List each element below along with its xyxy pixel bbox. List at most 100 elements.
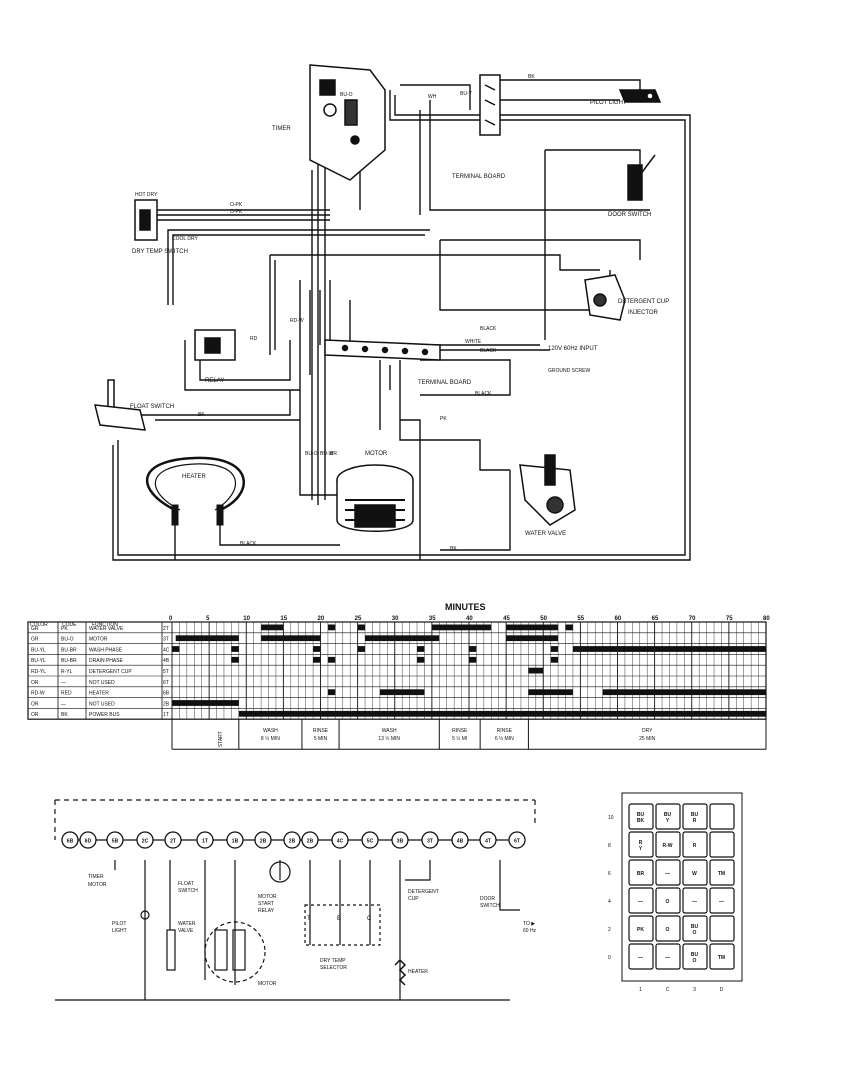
- terminal-label: 2B: [260, 839, 267, 845]
- terminal-circle: [136, 831, 154, 849]
- key-cell-text: —: [692, 899, 697, 905]
- key-cell: [709, 859, 735, 886]
- chart-on-bar: [417, 646, 425, 652]
- key-cell-text: —: [665, 871, 670, 877]
- key-cell: [709, 915, 735, 942]
- key-cell: [655, 831, 681, 858]
- key-cell-text: R: [693, 843, 697, 849]
- key-row-label: 2: [608, 927, 611, 933]
- timer-motor-label-1: TIMER: [88, 874, 104, 880]
- chart-on-bar: [602, 689, 766, 696]
- terminal-label: 1T: [202, 839, 208, 845]
- row-color-1: GR: [31, 637, 39, 643]
- row-color-1: OR: [31, 701, 39, 707]
- phase-time: 13 ½ MIN: [378, 735, 400, 742]
- minute-tick-label: 0: [169, 616, 173, 622]
- phase-time: 5 MIN: [314, 736, 328, 742]
- phase-name: WASH: [382, 728, 397, 734]
- terminal-label: 6D: [85, 839, 92, 845]
- terminal-label: 3T: [427, 839, 433, 845]
- wire-color-tag: BLACK: [240, 541, 257, 547]
- terminal-circle: [164, 831, 182, 849]
- key-cell-text: BR: [637, 871, 645, 877]
- row-function: MOTOR: [89, 637, 108, 643]
- chart-on-bar: [506, 635, 559, 642]
- terminal-board-top-component: [479, 74, 501, 136]
- phase-name: RINSE: [452, 728, 468, 734]
- detergent-cup-label: DETERGENT CUP: [618, 299, 669, 305]
- timer-motor-label-2: MOTOR: [88, 882, 107, 888]
- row-function: DETERGENT CUP: [89, 669, 132, 675]
- row-color-2: BK: [61, 712, 68, 718]
- motor-component: [336, 464, 414, 532]
- key-cell: [709, 803, 735, 830]
- key-cell-text: O: [693, 930, 697, 936]
- chart-on-bar: [469, 646, 477, 652]
- row-color-2: PK: [61, 626, 68, 632]
- key-cell: [655, 915, 681, 942]
- heater-label: HEATER: [182, 474, 207, 480]
- row-color-1: RD-W: [31, 691, 45, 697]
- chart-bars: [172, 624, 766, 717]
- chart-header-label: COLOR: [30, 622, 48, 628]
- door-switch-label: DOOR SWITCH: [608, 212, 651, 218]
- terminal-circle: [254, 831, 272, 849]
- row-function: WASH PHASE: [89, 647, 123, 653]
- dry-temp-selector-label-2: SELECTOR: [320, 965, 347, 971]
- terminal-label: 4C: [337, 839, 344, 845]
- key-cell-text: —: [638, 899, 643, 905]
- terminal-circle: [226, 831, 244, 849]
- wire-color-tag: PK: [440, 416, 447, 422]
- phase-time: 25 MIN: [639, 736, 656, 742]
- minute-tick-label: 80: [763, 616, 770, 622]
- chart-title: MINUTES: [445, 602, 486, 612]
- chart-on-bar: [506, 624, 559, 631]
- row-terminal-code: 1T: [163, 712, 169, 718]
- chart-on-bar: [469, 656, 477, 663]
- terminal-circle: [331, 831, 349, 849]
- row-terminal-code: 4B: [163, 658, 170, 664]
- wire-color-tag: RD: [250, 336, 258, 342]
- water-valve-label-1: WATER: [178, 921, 196, 927]
- key-cell-text: —: [665, 955, 670, 961]
- phase-time: 8 ½ MIN: [261, 735, 280, 742]
- minute-tick-label: 20: [318, 616, 325, 622]
- chart-on-bar: [365, 635, 440, 642]
- row-function: WATER VALVE: [89, 626, 124, 632]
- detergent-cup-label-2: CUP: [408, 896, 419, 902]
- door-switch-label-2: SWITCH: [480, 903, 500, 909]
- terminal-label: 6T: [514, 839, 520, 845]
- pilot-light-label: PILOT LIGHT: [590, 100, 627, 106]
- chart-on-bar: [238, 710, 766, 717]
- phase-start-label: START: [218, 731, 224, 747]
- minute-tick-label: 70: [689, 616, 696, 622]
- row-color-2: —: [61, 680, 66, 686]
- wire-color-tag: BK: [528, 74, 535, 80]
- terminal-board-bottom-component: [324, 339, 441, 361]
- cool-dry-label: COOL DRY: [172, 236, 199, 242]
- chart-on-bar: [528, 667, 544, 674]
- minute-tick-label: 30: [392, 616, 399, 622]
- key-cell-text: BU: [664, 812, 672, 818]
- wire-color-tag: BK: [450, 546, 457, 552]
- chart-on-bar: [417, 656, 425, 663]
- key-cell: [682, 887, 708, 914]
- wire-color-tag: BU-O: [305, 451, 318, 457]
- terminal-label: 2B: [307, 839, 314, 845]
- phase-time: 6 ½ MIN: [495, 735, 514, 742]
- row-terminal-code: 5T: [163, 669, 169, 675]
- wire-color-tag: BK: [198, 412, 205, 418]
- terminal-label: 4B: [457, 839, 464, 845]
- row-function: POWER BUS: [89, 712, 120, 718]
- row-color-1: RD-YL: [31, 669, 46, 675]
- terminal-circle: [196, 831, 214, 849]
- key-cell-text: Y: [639, 846, 643, 852]
- water-valve-component: [519, 454, 576, 526]
- motor-label: MOTOR: [258, 981, 277, 987]
- row-color-2: BU-BR: [61, 658, 77, 664]
- minute-tick-label: 45: [503, 616, 510, 622]
- minute-tick-label: 40: [466, 616, 473, 622]
